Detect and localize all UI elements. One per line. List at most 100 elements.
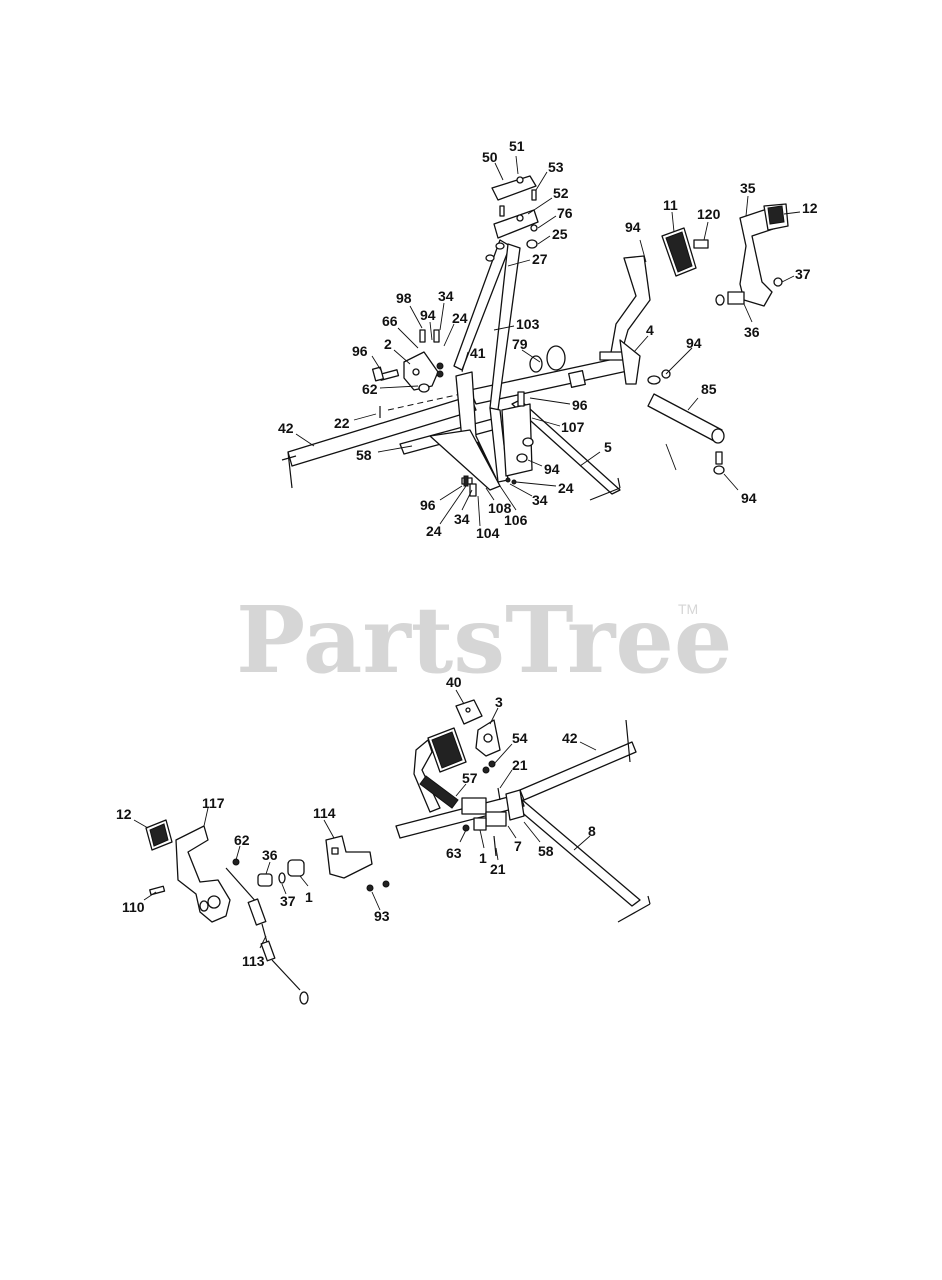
callout-58-b: 58: [538, 843, 554, 859]
callout-57: 57: [462, 770, 478, 786]
callout-8: 8: [588, 823, 596, 839]
shaft-42-upper: [281, 395, 477, 489]
callout-7: 7: [514, 838, 522, 854]
callout-104: 104: [476, 525, 500, 541]
pedal-11-assembly: [599, 227, 709, 385]
callout-5: 5: [604, 439, 612, 455]
callout-107: 107: [561, 419, 585, 435]
callout-85: 85: [701, 381, 717, 397]
callout-21-a: 21: [512, 757, 528, 773]
callout-37: 37: [795, 266, 811, 282]
callout-94-b: 94: [544, 461, 560, 477]
callout-113: 113: [242, 953, 265, 969]
callout-36-b: 36: [262, 847, 278, 863]
callout-21-b: 21: [490, 861, 506, 877]
callout-103: 103: [516, 316, 540, 332]
callout-3: 3: [495, 694, 503, 710]
pad-12-lower: [145, 819, 173, 851]
callout-117: 117: [202, 795, 225, 811]
callout-36-a: 36: [744, 324, 760, 340]
callout-4: 4: [646, 322, 654, 338]
callout-24-b: 24: [558, 480, 574, 496]
callout-25: 25: [552, 226, 568, 242]
callout-106: 106: [504, 512, 528, 528]
callout-96-b: 96: [572, 397, 588, 413]
grip-assembly: [485, 175, 539, 262]
callout-96-c: 96: [420, 497, 436, 513]
screw-54a: [488, 760, 496, 768]
callout-53: 53: [548, 159, 564, 175]
bracket-3: [475, 719, 501, 757]
callout-27: 27: [532, 251, 548, 267]
callout-1-a: 1: [479, 850, 487, 866]
callout-12-a: 12: [802, 200, 818, 216]
callout-2: 2: [384, 336, 392, 352]
callout-62: 62: [362, 381, 378, 397]
callout-63: 63: [446, 845, 462, 861]
upper-callouts: 50 51 53 52 76 25 27 103 98 34 94 24 66 …: [278, 138, 818, 541]
pedal-35-assembly: [715, 203, 789, 307]
frame-8: [511, 797, 651, 923]
callout-94-c: 94: [625, 219, 641, 235]
bracket-114: [325, 835, 390, 892]
callout-94-e: 94: [741, 490, 757, 506]
callout-79: 79: [512, 336, 528, 352]
callout-34: 34: [438, 288, 454, 304]
callout-66: 66: [382, 313, 398, 329]
callout-76: 76: [557, 205, 573, 221]
lower-hardware: [461, 475, 517, 497]
callout-37-b: 37: [280, 893, 296, 909]
callout-94-d: 94: [686, 335, 702, 351]
pedal-57: [413, 727, 467, 813]
bolt-110: [149, 885, 166, 896]
block-40: [455, 699, 483, 725]
callout-24-c: 24: [426, 523, 442, 539]
pin-21-upper: [497, 787, 501, 801]
callout-50: 50: [482, 149, 498, 165]
cable-113: [225, 858, 309, 1005]
callout-96-a: 96: [352, 343, 368, 359]
hub-components: [461, 789, 525, 857]
callout-34-c: 34: [454, 511, 470, 527]
screw-54b: [482, 766, 490, 774]
hardware-left: [371, 329, 444, 393]
callout-42-b: 42: [562, 730, 578, 746]
callout-24: 24: [452, 310, 468, 326]
callout-52: 52: [553, 185, 569, 201]
callout-11: 11: [663, 197, 678, 213]
shaft-42-lower: [519, 719, 637, 801]
bushings: [257, 859, 305, 887]
watermark-trademark: TM: [678, 601, 698, 617]
callout-108: 108: [488, 500, 512, 516]
callout-22: 22: [334, 415, 350, 431]
frame-5: [511, 399, 621, 501]
callout-1-b: 1: [305, 889, 313, 905]
callout-54: 54: [512, 730, 528, 746]
callout-110: 110: [122, 899, 145, 915]
callout-41: 41: [470, 345, 486, 361]
callout-98: 98: [396, 290, 412, 306]
callout-58: 58: [356, 447, 372, 463]
callout-12-b: 12: [116, 806, 132, 822]
bracket-2: [403, 351, 439, 391]
lower-assembly: [145, 699, 651, 1005]
callout-120: 120: [697, 206, 721, 222]
callout-40: 40: [446, 674, 462, 690]
pedal-117: [175, 825, 231, 923]
callout-62-b: 62: [234, 832, 250, 848]
upper-assembly: [281, 175, 789, 501]
callout-114: 114: [313, 805, 336, 821]
callout-42-a: 42: [278, 420, 294, 436]
callout-35: 35: [740, 180, 756, 196]
bolt-96: [517, 391, 525, 407]
callout-94: 94: [420, 307, 436, 323]
callout-34-b: 34: [532, 492, 548, 508]
gear-quadrant: [429, 371, 501, 491]
lower-callouts: 40 3 54 42 21 57 63 1 7 21 58 8 12 117 6…: [116, 674, 597, 969]
bracket-hole: [412, 368, 420, 376]
link-85: [647, 369, 725, 475]
handle-103: [453, 239, 521, 483]
nuts-94: [516, 437, 534, 463]
callout-93: 93: [374, 908, 390, 924]
